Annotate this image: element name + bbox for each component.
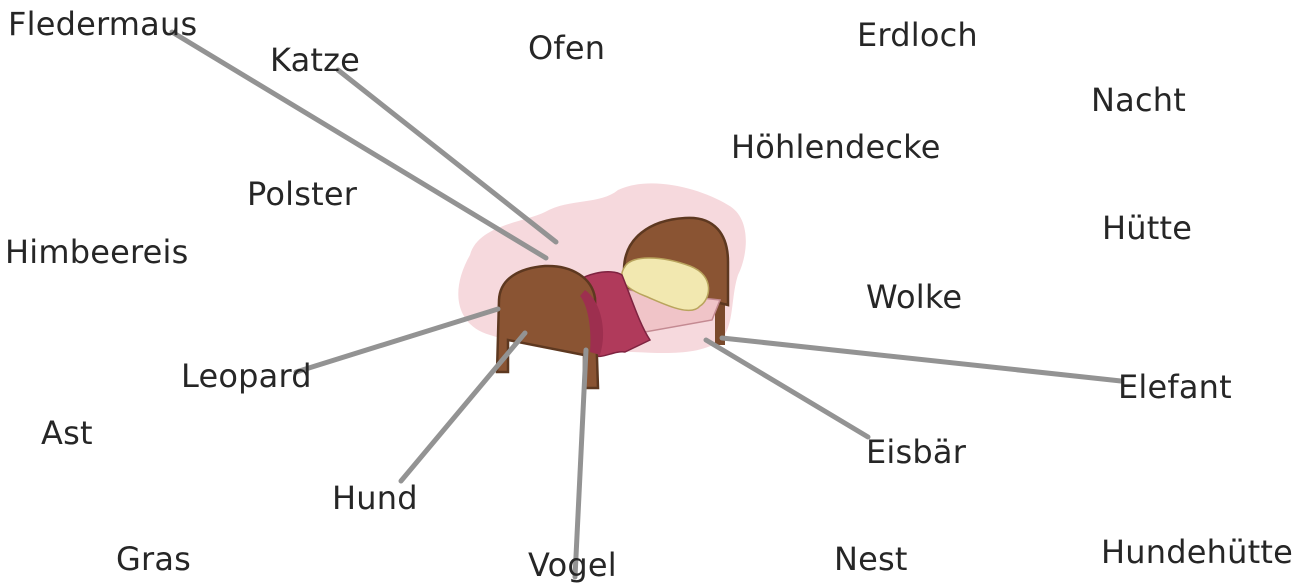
word-hundehuette: Hundehütte [1101, 536, 1293, 568]
connector-katze [338, 70, 556, 242]
word-vogel: Vogel [528, 549, 617, 581]
connector-vogel [575, 350, 586, 577]
word-ast: Ast [41, 417, 93, 449]
word-katze: Katze [270, 44, 360, 76]
word-hoehlendecke: Höhlendecke [731, 131, 941, 163]
word-leopard: Leopard [181, 360, 312, 392]
word-hund: Hund [332, 482, 418, 514]
word-huette: Hütte [1102, 212, 1192, 244]
word-fledermaus: Fledermaus [8, 8, 197, 40]
connector-leopard [296, 309, 498, 372]
word-nest: Nest [834, 543, 908, 575]
word-polster: Polster [247, 178, 357, 210]
word-nacht: Nacht [1091, 84, 1186, 116]
word-wolke: Wolke [866, 281, 962, 313]
word-himbeereis: Himbeereis [5, 236, 189, 268]
word-elefant: Elefant [1118, 371, 1232, 403]
connector-eisbaer [706, 340, 868, 437]
word-ofen: Ofen [528, 32, 605, 64]
connector-elefant [722, 338, 1121, 381]
word-gras: Gras [116, 543, 191, 575]
word-eisbaer: Eisbär [866, 436, 966, 468]
connector-hund [401, 333, 525, 481]
word-erdloch: Erdloch [857, 19, 978, 51]
